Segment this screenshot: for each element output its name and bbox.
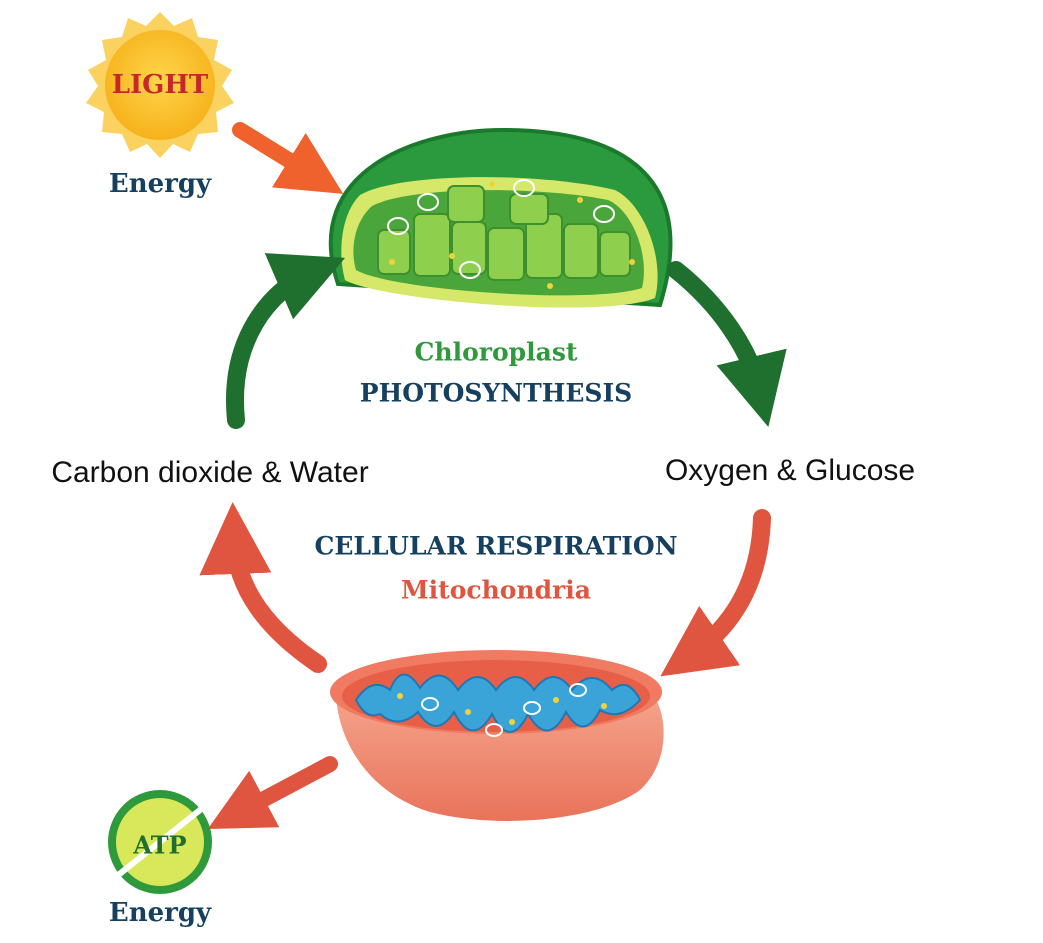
inputs-label: Carbon dioxide & Water bbox=[51, 456, 369, 489]
mitochondria-icon bbox=[330, 650, 664, 821]
photosynthesis-label: PHOTOSYNTHESIS bbox=[359, 378, 633, 408]
atp-badge-icon bbox=[108, 790, 214, 894]
atp-energy-caption: Energy bbox=[108, 898, 212, 928]
cellular-respiration-label: CELLULAR RESPIRATION bbox=[314, 531, 678, 561]
chloroplast-to-oxygen-glucose-arrow bbox=[667, 261, 787, 428]
mitochondria-label: Mitochondria bbox=[401, 575, 591, 605]
outputs-label: Oxygen & Glucose bbox=[664, 454, 916, 487]
light-label: LIGHT bbox=[111, 70, 209, 100]
sun-icon bbox=[86, 12, 234, 158]
co2-water-to-chloroplast-arrow bbox=[226, 253, 346, 429]
oxygen-glucose-to-mitochondria-arrow bbox=[660, 509, 771, 677]
atp-output-arrow bbox=[207, 756, 338, 830]
chloroplast-label: Chloroplast bbox=[414, 337, 578, 367]
light-input-arrow bbox=[232, 122, 344, 194]
mitochondria-to-co2-water-arrow bbox=[199, 502, 327, 673]
atp-label: ATP bbox=[133, 830, 187, 860]
chloroplast-icon bbox=[329, 127, 673, 308]
light-energy-caption: Energy bbox=[108, 169, 212, 199]
